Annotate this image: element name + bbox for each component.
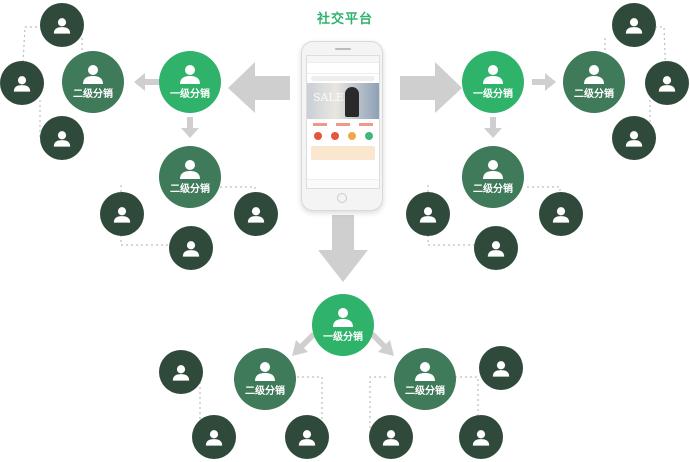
banner-model xyxy=(345,87,359,117)
arrows xyxy=(134,62,556,356)
user-icon xyxy=(53,130,71,147)
node-leaf xyxy=(40,3,84,47)
user-icon xyxy=(584,65,604,84)
node-label: 二级分销 xyxy=(574,89,614,100)
user-icon xyxy=(625,17,643,34)
node-leaf xyxy=(234,192,278,236)
user-icon xyxy=(180,65,200,84)
node-level2-bottomleft: 二级分销 xyxy=(234,348,296,410)
user-icon xyxy=(483,65,503,84)
user-icon xyxy=(53,17,71,34)
node-label: 一级分销 xyxy=(170,89,210,100)
app-header xyxy=(307,63,379,74)
user-icon xyxy=(382,429,400,446)
user-icon xyxy=(483,160,503,179)
user-icon xyxy=(172,364,190,381)
user-icon xyxy=(492,360,510,377)
user-icon xyxy=(205,429,223,446)
arrow-down-big xyxy=(318,215,368,282)
phone-speaker xyxy=(335,48,351,50)
arrow-small-diag-right xyxy=(370,332,394,356)
arrow-small-down-right xyxy=(484,117,502,138)
user-icon xyxy=(415,362,435,381)
node-label: 二级分销 xyxy=(473,184,513,195)
arrow-small-diag-left xyxy=(292,332,316,356)
node-leaf xyxy=(40,116,84,160)
arrow-small-down-left xyxy=(181,117,199,138)
node-label: 二级分销 xyxy=(170,184,210,195)
node-leaf xyxy=(479,346,523,390)
node-label: 一级分销 xyxy=(473,89,513,100)
node-leaf xyxy=(612,116,656,160)
node-leaf xyxy=(285,415,329,459)
user-icon xyxy=(298,429,316,446)
user-icon xyxy=(83,65,103,84)
node-leaf xyxy=(645,61,689,105)
user-icon xyxy=(333,308,353,327)
user-icon xyxy=(658,75,676,92)
category-tabs xyxy=(307,121,379,128)
user-icon xyxy=(13,75,31,92)
node-level2-midleft: 二级分销 xyxy=(159,146,221,208)
user-icon xyxy=(472,429,490,446)
diagram-title: 社交平台 xyxy=(316,11,373,26)
arrow-left-big xyxy=(228,62,290,113)
user-icon xyxy=(113,206,131,223)
node-leaf xyxy=(159,350,203,394)
node-label: 二级分销 xyxy=(405,386,445,397)
node-label: 一级分销 xyxy=(323,332,363,343)
node-leaf xyxy=(539,192,583,236)
user-icon xyxy=(552,206,570,223)
home-button xyxy=(337,193,347,203)
node-leaf xyxy=(169,226,213,270)
search-bar xyxy=(311,76,375,81)
promo-banner: SALE xyxy=(307,83,379,119)
node-level2-bottomright: 二级分销 xyxy=(394,348,456,410)
user-icon xyxy=(255,362,275,381)
node-leaf xyxy=(459,415,503,459)
user-icon xyxy=(487,240,505,257)
node-leaf xyxy=(369,415,413,459)
node-leaf xyxy=(474,226,518,270)
node-level2-topleft: 二级分销 xyxy=(62,51,124,113)
node-leaf xyxy=(406,192,450,236)
node-level2-topright: 二级分销 xyxy=(563,51,625,113)
user-icon xyxy=(180,160,200,179)
shortcut-icons xyxy=(307,128,379,144)
promo-card xyxy=(311,146,375,160)
node-leaf xyxy=(612,3,656,47)
node-level1-left: 一级分销 xyxy=(159,51,221,113)
arrow-small-right-top xyxy=(532,73,556,91)
banner-sale-graphic: SALE xyxy=(313,91,344,104)
node-leaf xyxy=(192,415,236,459)
node-label: 二级分销 xyxy=(245,386,285,397)
node-level2-midright: 二级分销 xyxy=(462,146,524,208)
arrow-small-left-top xyxy=(134,73,160,91)
node-level1-right: 一级分销 xyxy=(462,51,524,113)
phone-screen: SALE xyxy=(306,55,380,189)
phone-mockup: SALE xyxy=(301,41,383,211)
arrow-right-big xyxy=(400,62,462,113)
node-level1-bottom: 一级分销 xyxy=(312,294,374,356)
node-leaf xyxy=(100,192,144,236)
status-bar xyxy=(307,56,379,63)
node-label: 二级分销 xyxy=(73,89,113,100)
user-icon xyxy=(247,206,265,223)
node-leaf xyxy=(0,61,44,105)
user-icon xyxy=(625,130,643,147)
user-icon xyxy=(182,240,200,257)
user-icon xyxy=(419,206,437,223)
bottom-nav xyxy=(307,179,379,188)
